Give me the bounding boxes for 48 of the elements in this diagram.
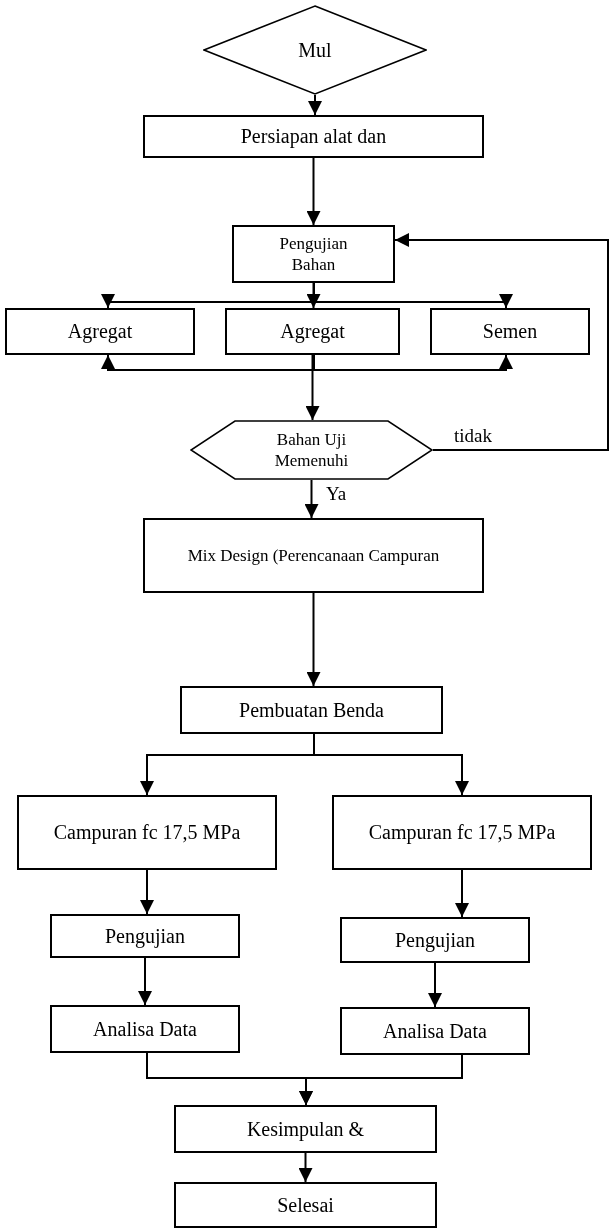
arrow	[455, 869, 469, 918]
node-text: Pengujian	[104, 923, 186, 949]
arrow	[308, 94, 322, 116]
node-text: Agregat	[279, 319, 346, 344]
process-box	[50, 914, 240, 958]
process-box	[143, 115, 484, 158]
node-text: Campuran fc 17,5 MPa	[52, 820, 242, 845]
process-box	[340, 1007, 530, 1055]
node-text: Campuran fc 17,5 MPa	[367, 820, 557, 845]
process-box	[50, 1005, 240, 1053]
process-box	[17, 795, 277, 870]
arrow	[138, 957, 152, 1006]
arrow	[298, 1152, 313, 1183]
arrow	[394, 233, 609, 451]
process-box	[225, 308, 400, 355]
node-text: Mul	[297, 37, 333, 63]
process-box	[232, 225, 395, 283]
arrow	[101, 354, 315, 371]
node-text: Analisa Data	[382, 1018, 488, 1044]
process-box	[332, 795, 592, 870]
arrow	[304, 479, 319, 519]
node-text: Selesai	[276, 1192, 335, 1218]
process-box	[174, 1105, 437, 1153]
arrow	[140, 869, 154, 915]
node-text: Pengujian	[394, 927, 476, 953]
process-box	[180, 686, 443, 734]
arrow	[313, 282, 513, 309]
node-text: Kesimpulan &	[245, 1116, 366, 1142]
arrow	[428, 962, 442, 1008]
node-text: Bahan Uji Memenuhi	[273, 428, 350, 472]
arrow	[313, 733, 469, 796]
node-text: Semen	[481, 319, 539, 344]
process-box	[430, 308, 590, 355]
arrow	[299, 1054, 463, 1106]
process-box	[340, 917, 530, 963]
arrow	[313, 354, 513, 371]
arrow	[306, 592, 321, 687]
arrow	[305, 354, 320, 421]
process-box	[174, 1182, 437, 1228]
node-text: Persiapan alat dan	[239, 124, 388, 149]
arrow	[306, 157, 321, 226]
process-box	[143, 518, 484, 593]
node-text: Mix Design (Perencanaan Campuran	[186, 544, 441, 567]
node-text: Analisa Data	[92, 1016, 198, 1042]
node-text: Agregat	[66, 319, 134, 344]
node-text: Pengujian Bahan	[278, 232, 349, 276]
process-box	[5, 308, 195, 355]
node-text: Pembuatan Benda	[238, 697, 385, 723]
